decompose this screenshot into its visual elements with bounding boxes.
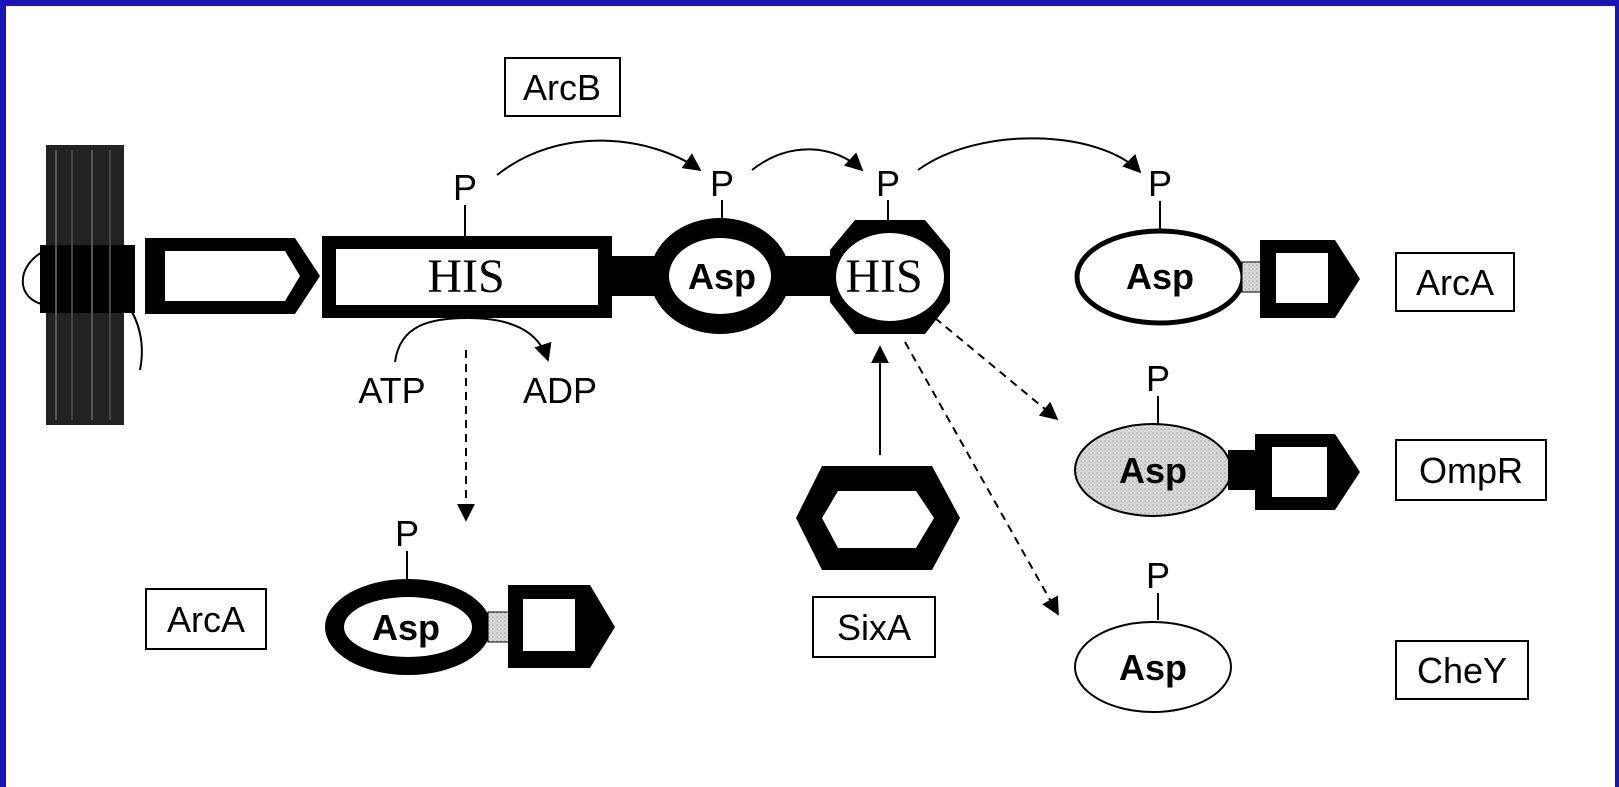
asp-label-arca-top: Asp bbox=[1126, 256, 1194, 297]
asp-label-ompr: Asp bbox=[1119, 450, 1187, 491]
atp-adp-arrow bbox=[394, 316, 552, 363]
chey-name-box: CheY bbox=[1395, 640, 1529, 700]
arcb-phosphorelay-diagram: HIS Asp HIS P P P ATP ADP Asp P Asp P bbox=[21, 57, 1547, 713]
chey-name: CheY bbox=[1417, 650, 1507, 691]
his-label-1: HIS bbox=[427, 250, 504, 303]
dashed-arrow-his2-chey bbox=[904, 341, 1059, 616]
dashed-arrow-his2-ompr bbox=[934, 317, 1059, 421]
arcb-protein bbox=[145, 218, 950, 334]
arcb-name-box: ArcB bbox=[504, 57, 621, 117]
arca-protein-top bbox=[1074, 228, 1360, 326]
sixa-protein bbox=[796, 466, 960, 570]
membrane-icon bbox=[21, 145, 143, 425]
phospho-arca-bottom: P bbox=[395, 513, 419, 554]
arcb-name: ArcB bbox=[523, 67, 601, 108]
adp-label: ADP bbox=[523, 370, 597, 411]
atp-label: ATP bbox=[358, 370, 425, 411]
arca-bottom-name-box: ArcA bbox=[145, 588, 267, 650]
arca-protein-bottom bbox=[325, 579, 615, 675]
diagram-canvas: HIS Asp HIS P P P ATP ADP Asp P Asp P bbox=[6, 6, 1615, 787]
sixa-name: SixA bbox=[837, 607, 911, 648]
his-label-2: HIS bbox=[845, 250, 922, 303]
phospho-his1: P bbox=[453, 167, 477, 208]
arca-top-name: ArcA bbox=[1416, 262, 1494, 303]
asp-label-chey: Asp bbox=[1119, 647, 1187, 688]
ompr-name-box: OmpR bbox=[1395, 439, 1547, 501]
arca-bottom-name: ArcA bbox=[167, 599, 245, 640]
phospho-chey: P bbox=[1146, 555, 1170, 596]
ompr-name: OmpR bbox=[1419, 450, 1523, 491]
phospho-asp-arcb: P bbox=[710, 163, 734, 204]
sixa-name-box: SixA bbox=[812, 596, 936, 658]
transfer-arrow-2 bbox=[751, 148, 864, 172]
phospho-his2: P bbox=[876, 163, 900, 204]
transfer-arrow-3 bbox=[917, 137, 1142, 174]
phospho-ompr: P bbox=[1146, 358, 1170, 399]
transfer-arrow-1 bbox=[496, 139, 702, 176]
asp-label-arca-bottom: Asp bbox=[372, 607, 440, 648]
arca-top-name-box: ArcA bbox=[1395, 252, 1515, 312]
chey-protein bbox=[1074, 621, 1232, 713]
ompr-protein bbox=[1074, 423, 1360, 517]
asp-label-arcb: Asp bbox=[688, 256, 756, 297]
phospho-arca-top: P bbox=[1148, 163, 1172, 204]
